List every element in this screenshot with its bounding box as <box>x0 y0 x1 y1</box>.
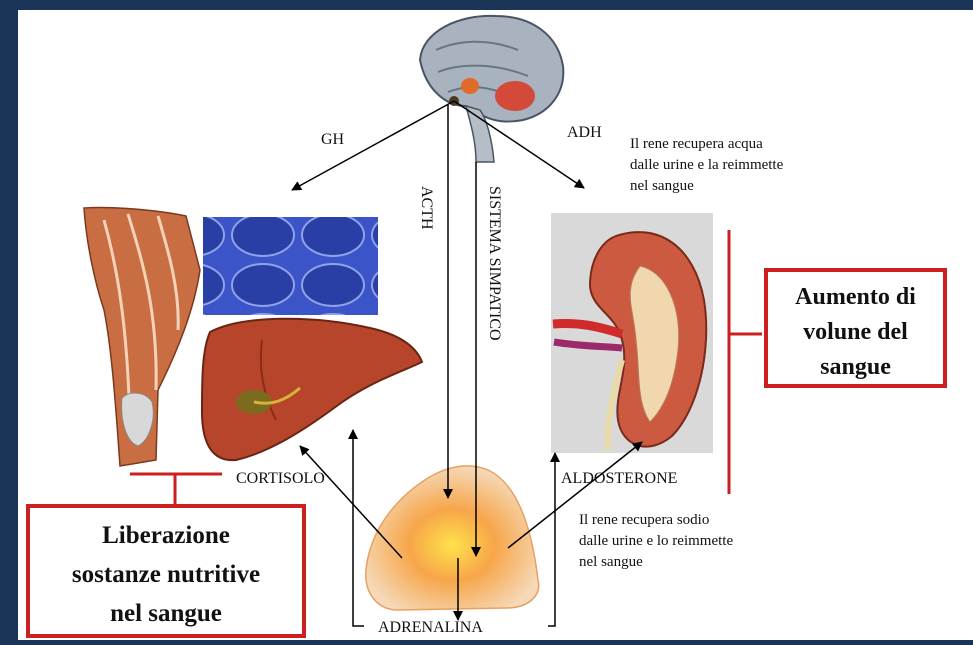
cortisolo-label: CORTISOLO <box>236 471 325 487</box>
arrow-cortisolo <box>300 446 402 558</box>
liver-image <box>202 319 422 460</box>
aldosterone-label: ALDOSTERONE <box>561 471 677 487</box>
outcome-line: Aumento di <box>768 280 943 315</box>
kidney-image <box>551 213 713 453</box>
arrow-adrenalina-right <box>548 453 555 626</box>
note-line: nel sangue <box>630 176 783 197</box>
note-line: nel sangue <box>579 552 733 573</box>
outcome-line: sangue <box>768 350 943 385</box>
volume-bracket <box>729 230 762 494</box>
note-line: Il rene recupera sodio <box>579 510 733 531</box>
volume-outcome-box: Aumento di volune del sangue <box>764 268 947 388</box>
outcome-line: Liberazione <box>30 516 302 555</box>
aldosterone-effect-note: Il rene recupera sodio dalle urine e lo … <box>579 510 733 573</box>
acth-label: ACTH <box>418 186 434 230</box>
note-line: dalle urine e la reimmette <box>630 155 783 176</box>
arrow-adrenalina-left <box>353 430 364 626</box>
adh-label: ADH <box>567 125 602 141</box>
gh-label: GH <box>321 132 344 148</box>
arrow-gh <box>292 101 454 190</box>
adrenal-gland-image <box>366 466 539 610</box>
adrenalina-label: ADRENALINA <box>378 620 483 636</box>
outcome-line: sostanze nutritive <box>30 555 302 594</box>
nutrients-outcome-box: Liberazione sostanze nutritive nel sangu… <box>26 504 306 638</box>
sistema-simpatico-label: SISTEMA SIMPATICO <box>486 186 502 341</box>
endocrine-diagram: GH ACTH ADH SISTEMA SIMPATICO CORTISOLO … <box>18 10 973 640</box>
note-line: dalle urine e lo reimmette <box>579 531 733 552</box>
muscle-cells-image <box>203 217 378 315</box>
note-line: Il rene recupera acqua <box>630 134 783 155</box>
muscle-image <box>84 207 200 466</box>
brain-image <box>420 16 563 162</box>
adh-effect-note: Il rene recupera acqua dalle urine e la … <box>630 134 783 197</box>
outcome-line: nel sangue <box>30 594 302 633</box>
outcome-line: volune del <box>768 315 943 350</box>
nutrients-bracket <box>130 474 222 504</box>
